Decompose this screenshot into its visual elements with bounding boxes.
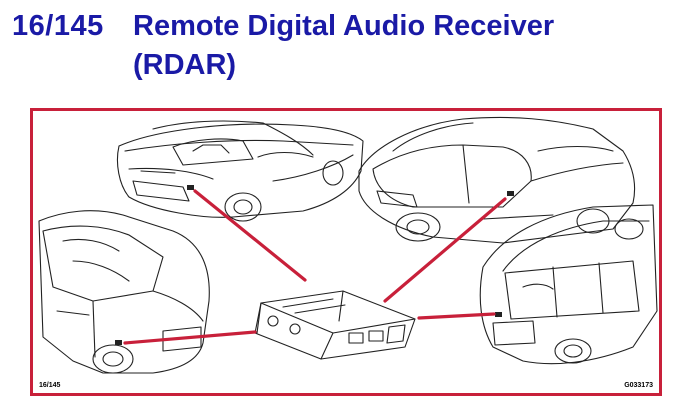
rdar-location-diagram [38, 116, 658, 374]
antenna-connector-1 [187, 185, 194, 190]
connection-line-convertible [193, 189, 307, 282]
wagon-car-illustration [479, 204, 658, 365]
connection-line-hatchback [383, 197, 507, 303]
page-title-line-1: Remote Digital Audio Receiver [133, 10, 555, 42]
connection-line-sedan [123, 330, 257, 345]
section-number: 16/145 [12, 10, 104, 42]
antenna-connector-2 [507, 191, 514, 196]
page-header: 16/145 Remote Digital Audio Receiver (RD… [0, 0, 676, 100]
illustration-frame: 16/145 G033173 [30, 108, 662, 396]
convertible-car-illustration [116, 120, 364, 222]
figure-footer-left: 16/145 [39, 382, 61, 389]
figure-footer-right: G033173 [624, 382, 653, 389]
antenna-connector-4 [495, 312, 502, 317]
connection-line-wagon [417, 312, 496, 320]
rdar-module-illustration [254, 290, 416, 360]
sedan-car-illustration [38, 210, 210, 374]
antenna-connector-3 [115, 340, 122, 345]
hatchback-car-illustration [358, 116, 636, 244]
page-title-line-2: (RDAR) [133, 49, 237, 81]
